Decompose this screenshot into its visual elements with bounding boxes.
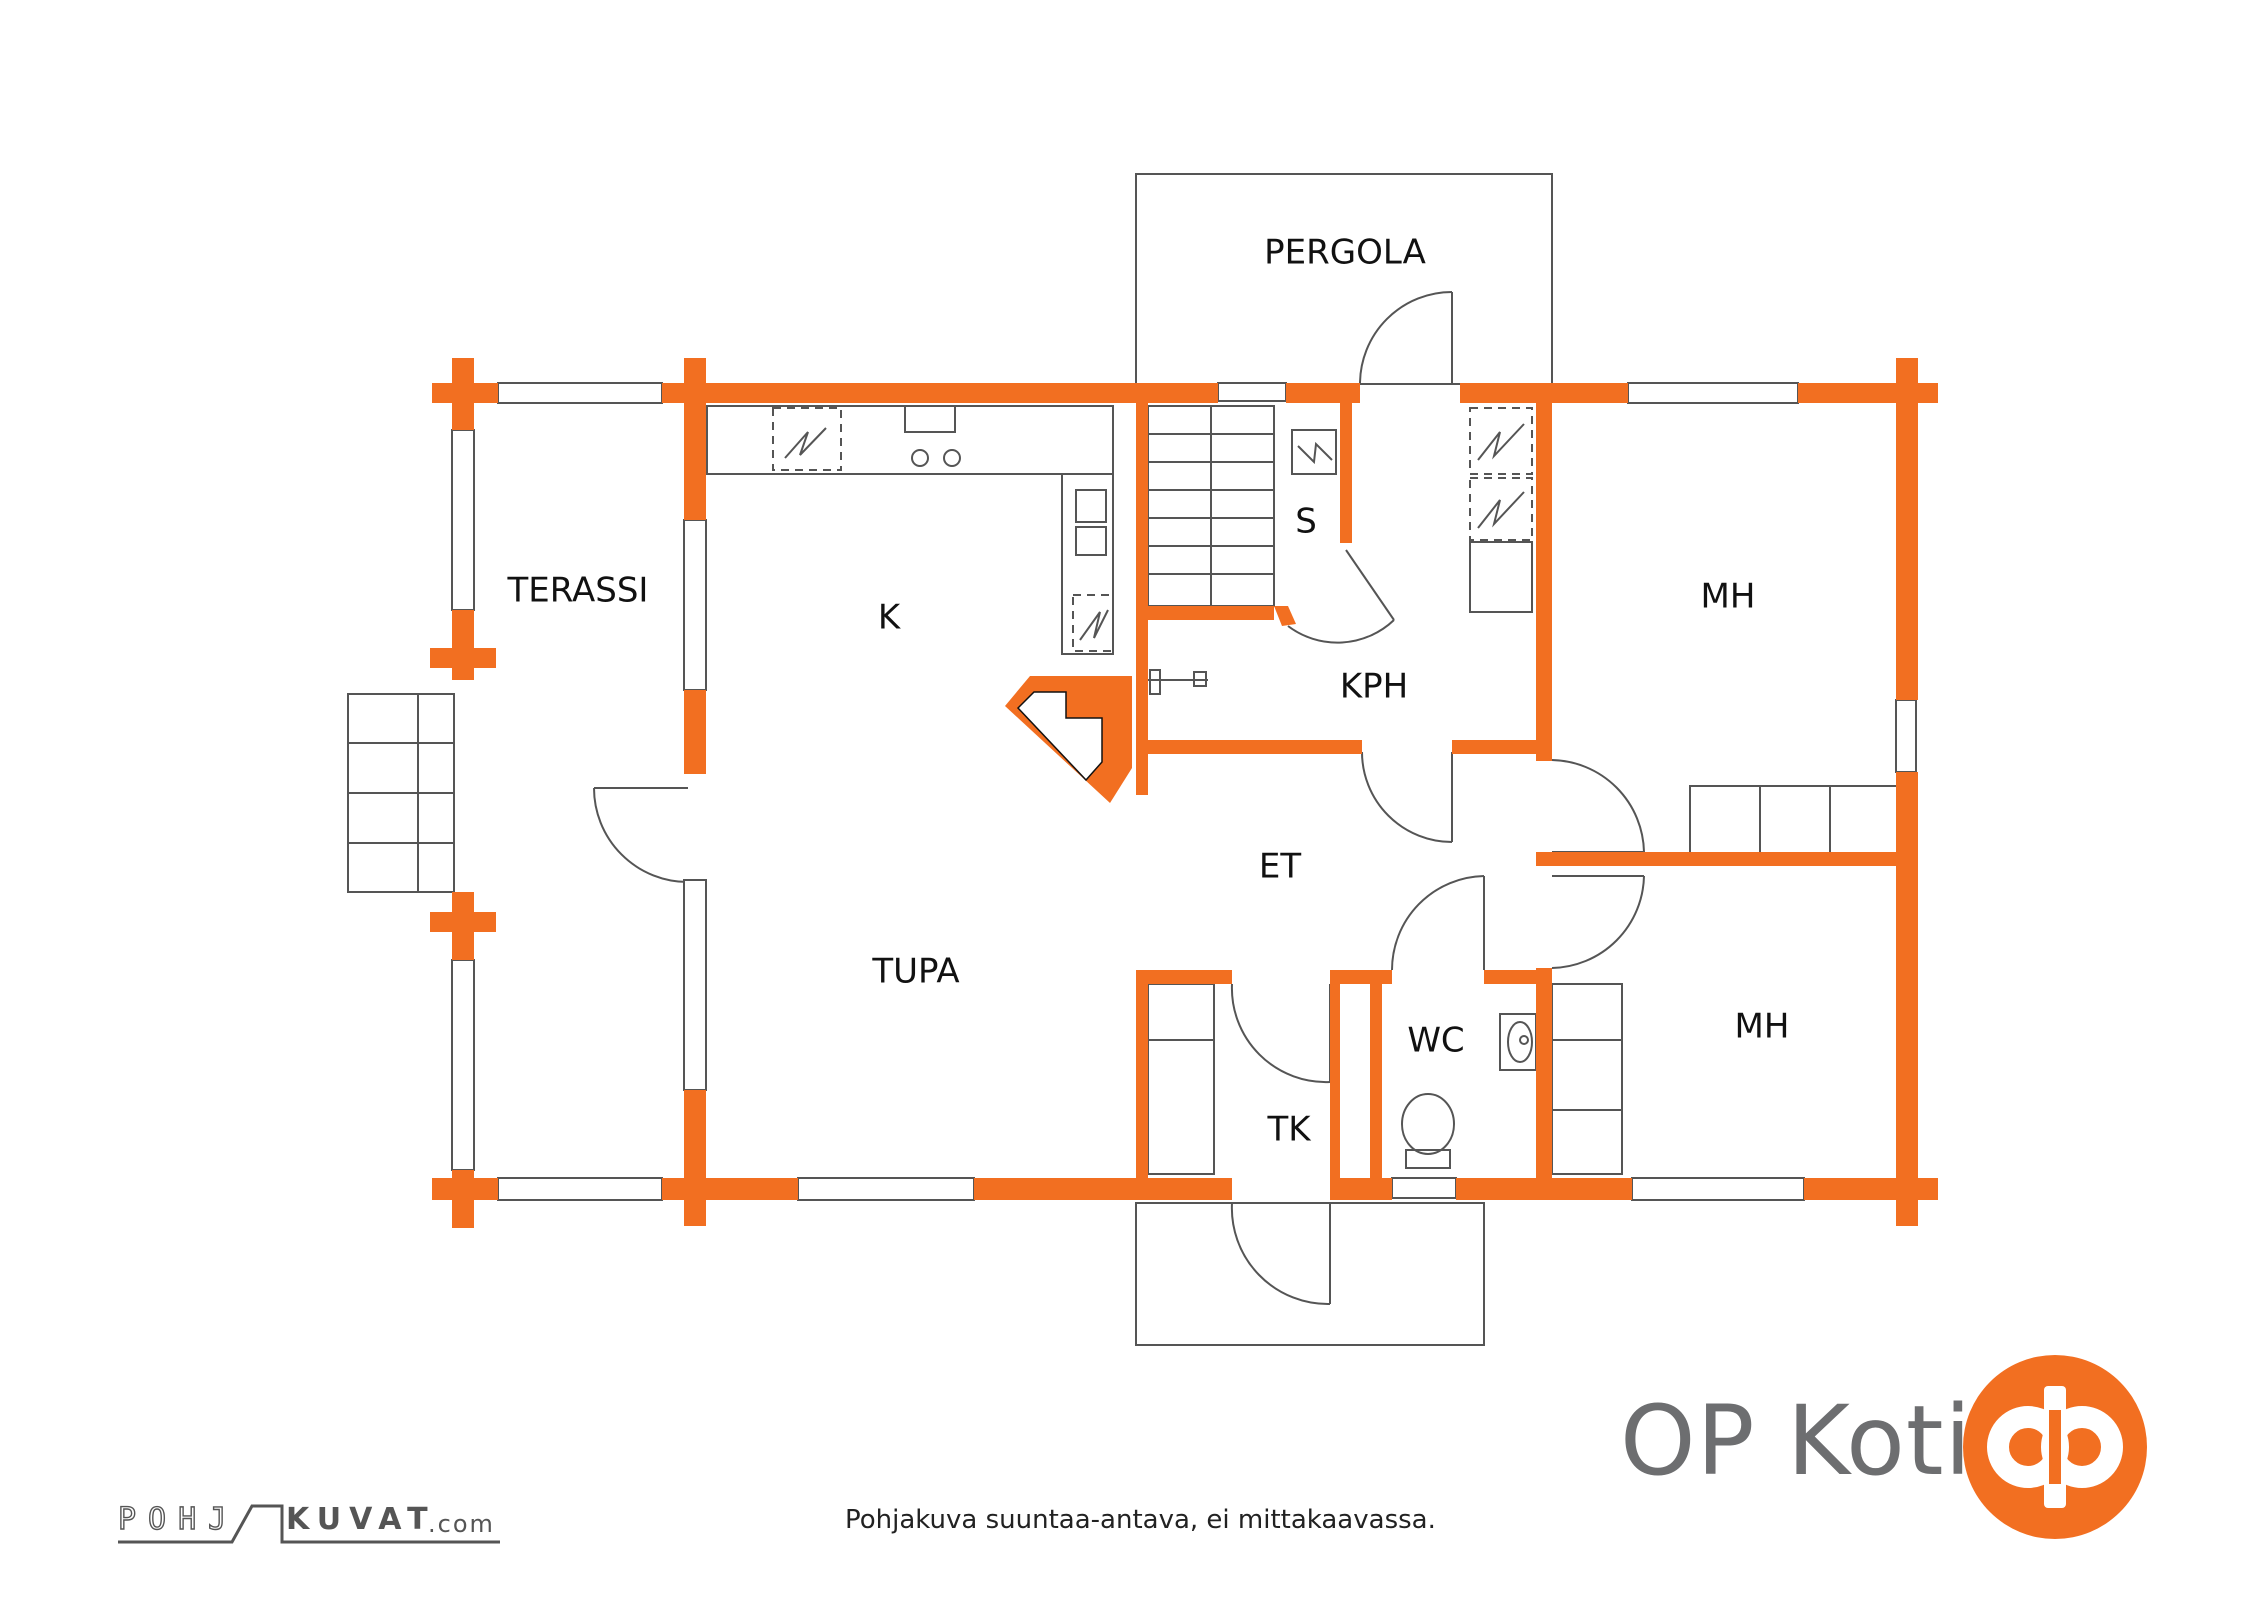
fireplace bbox=[1005, 676, 1132, 803]
room-label-bathroom: KPH bbox=[1340, 667, 1408, 707]
tk-shelf bbox=[1147, 983, 1215, 1175]
room-label-sauna: S bbox=[1295, 502, 1317, 542]
wardrobe bbox=[1689, 785, 1899, 857]
walls bbox=[430, 358, 1938, 1228]
watermark-logo-right: KUVAT bbox=[286, 1502, 436, 1537]
pergola-outline bbox=[1135, 173, 1553, 385]
disclaimer-text: Pohjakuva suuntaa-antava, ei mittakaavas… bbox=[845, 1505, 1436, 1535]
brand-name: OP Koti bbox=[1620, 1385, 1973, 1497]
room-label-kitchen: K bbox=[878, 598, 902, 638]
room-label-living-room: TUPA bbox=[871, 952, 959, 992]
sauna-stove-icon bbox=[1291, 429, 1337, 475]
room-label-bedroom-upper: MH bbox=[1701, 577, 1756, 617]
wc-toilet-icon bbox=[1401, 1093, 1455, 1169]
windows bbox=[451, 382, 1917, 1201]
wardrobe-lower bbox=[1551, 983, 1623, 1175]
washing-machine-icon bbox=[1469, 407, 1533, 613]
door-swings bbox=[593, 291, 1645, 1306]
kitchen-counter bbox=[706, 405, 1114, 655]
watermark-underline bbox=[118, 1504, 500, 1544]
watermark-logo-left: POHJ bbox=[117, 1501, 239, 1537]
op-logo-icon bbox=[1963, 1355, 2147, 1539]
room-label-wc: WC bbox=[1407, 1021, 1464, 1061]
entrance-porch bbox=[1135, 1202, 1485, 1346]
shower-icon bbox=[1148, 669, 1208, 695]
staircase bbox=[1147, 405, 1275, 607]
room-label-terassi: TERASSI bbox=[507, 571, 649, 611]
wc-sink-icon bbox=[1499, 1013, 1537, 1071]
room-label-pergola: PERGOLA bbox=[1264, 233, 1426, 273]
room-label-hall: ET bbox=[1259, 847, 1301, 887]
room-label-storage: TK bbox=[1266, 1110, 1312, 1150]
entrance-steps bbox=[347, 693, 455, 893]
room-label-bedroom-lower: MH bbox=[1735, 1007, 1790, 1047]
watermark-logo-domain: .com bbox=[428, 1510, 495, 1538]
